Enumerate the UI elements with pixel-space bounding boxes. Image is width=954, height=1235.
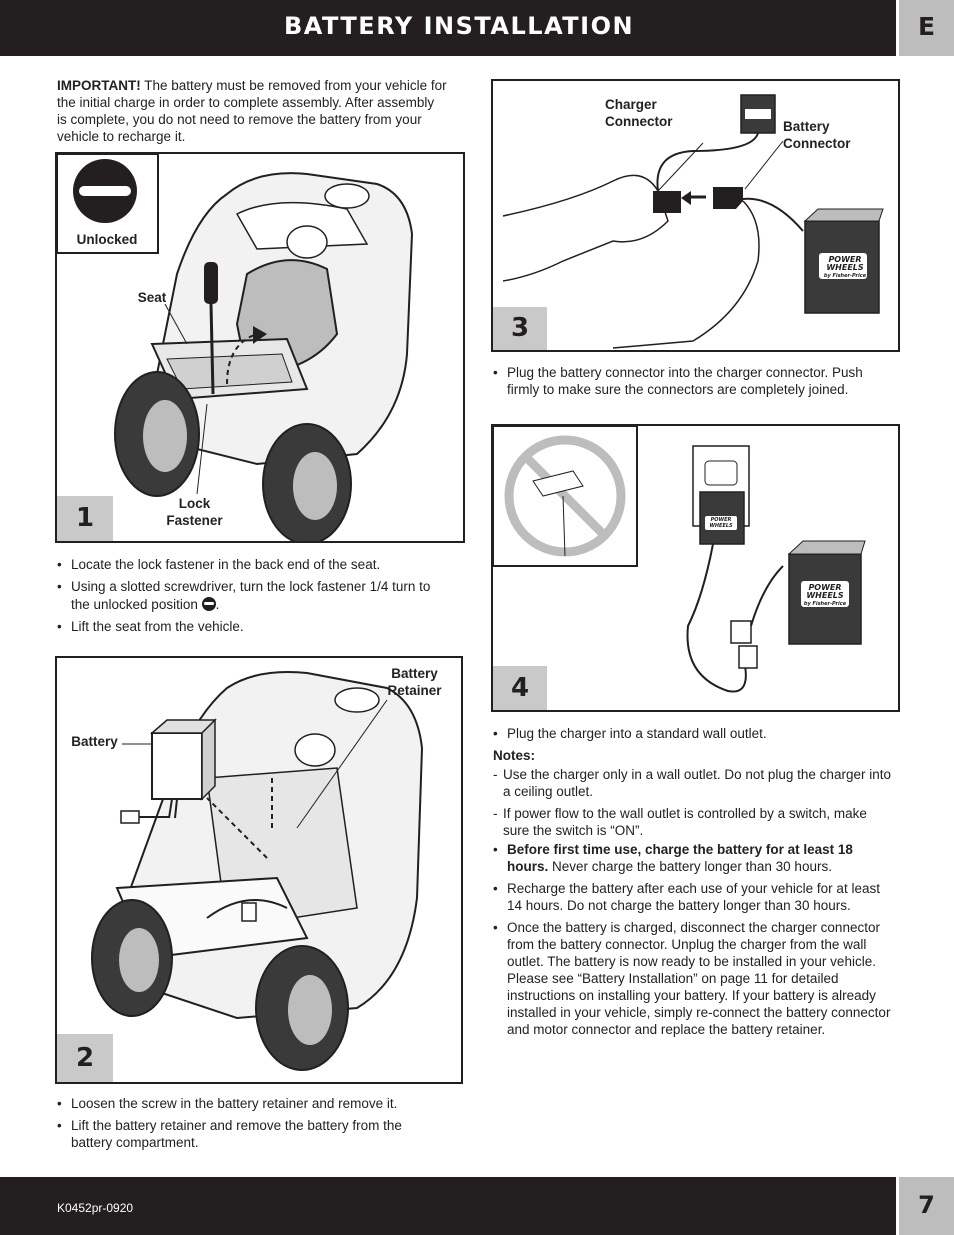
battery-connector-label: Battery Connector [783, 118, 863, 152]
brand-line1: POWER [808, 583, 842, 592]
charger-label-line1: Charger [605, 97, 657, 112]
step2-illustration: Battery Battery Retainer 2 [55, 656, 463, 1084]
charger-brand-line1: POWER [710, 517, 732, 523]
battery-connector-line2: Connector [783, 136, 851, 151]
unlocked-label: Unlocked [76, 232, 138, 247]
connector-drawing [502, 94, 884, 349]
list-item: Before first time use, charge the batter… [493, 841, 891, 875]
charging-instructions: Before first time use, charge the batter… [493, 841, 891, 1043]
battery-connector-line1: Battery [783, 119, 830, 134]
step4-instructions: Plug the charger into a standard wall ou… [493, 725, 893, 747]
step4-illustration: POWER WHEELS POWER WHEELS by Fisher-Pric… [491, 424, 900, 712]
brand-line2: WHEELS [806, 591, 844, 600]
retainer-label-line1: Battery [391, 666, 438, 681]
list-item: If power flow to the wall outlet is cont… [493, 805, 893, 839]
step-number-3: 3 [493, 307, 547, 350]
brand-logo: POWER WHEELS by Fisher-Price [801, 584, 849, 608]
list-item: Using a slotted screwdriver, turn the lo… [57, 578, 437, 613]
step-number-1: 1 [57, 496, 113, 541]
important-label: IMPORTANT! [57, 78, 141, 93]
page-number: 7 [918, 1191, 935, 1219]
step-number-2: 2 [57, 1034, 113, 1082]
atv-seat-drawing [57, 154, 414, 541]
intro-paragraph: IMPORTANT! The battery must be removed f… [57, 77, 447, 145]
brand-line3: by Fisher-Price [823, 273, 867, 279]
brand-line1: POWER [828, 255, 862, 264]
wall-outlet-drawing [493, 426, 866, 693]
charger-label-line2: Connector [605, 114, 673, 129]
seat-label: Seat [137, 290, 167, 305]
battery-label: Battery [71, 734, 118, 749]
bold-instruction: Before first time use, charge the batter… [507, 842, 853, 874]
list-item: Lift the battery retainer and remove the… [57, 1117, 407, 1151]
document-code: K0452pr-0920 [57, 1201, 134, 1215]
lock-label-line2: Fastener [166, 513, 223, 528]
notes-heading: Notes: [493, 748, 536, 763]
page-number-tab: 7 [899, 1177, 954, 1235]
notes-list: Use the charger only in a wall outlet. D… [493, 766, 893, 844]
brand-line2: WHEELS [826, 263, 864, 272]
section-tab: E [899, 0, 954, 56]
retainer-label-line2: Retainer [387, 683, 442, 698]
list-item: Plug the charger into a standard wall ou… [493, 725, 893, 742]
step3-illustration: Charger Connector Battery Connector POWE… [491, 79, 900, 352]
step3-instructions: Plug the battery connector into the char… [493, 364, 893, 403]
bullet-text: Using a slotted screwdriver, turn the lo… [71, 579, 431, 612]
unlocked-icon [201, 597, 216, 611]
list-item: Lift the seat from the vehicle. [57, 618, 437, 635]
step2-instructions: Loosen the screw in the battery retainer… [57, 1095, 407, 1156]
lock-label-line1: Lock [178, 496, 211, 511]
section-letter: E [917, 12, 936, 41]
brand-line3: by Fisher-Price [803, 601, 847, 607]
page-title: BATTERY INSTALLATION [284, 12, 635, 40]
charger-connector-label: Charger Connector [605, 96, 685, 130]
list-item: Use the charger only in a wall outlet. D… [493, 766, 893, 800]
list-item: Plug the battery connector into the char… [493, 364, 893, 398]
list-item: Locate the lock fastener in the back end… [57, 556, 437, 573]
lock-fastener-label: Lock Fastener [157, 495, 232, 529]
step1-illustration: Unlocked Seat Lock Fastener 1 [55, 152, 465, 543]
brand-logo: POWER WHEELS by Fisher-Price [820, 256, 870, 280]
intro-text: The battery must be removed from your ve… [57, 78, 447, 144]
step-number-4: 4 [493, 666, 547, 710]
list-item: Once the battery is charged, disconnect … [493, 919, 891, 1038]
header-bar: BATTERY INSTALLATION [0, 0, 896, 56]
charger-brand-line2: WHEELS [709, 523, 733, 529]
bullet-text: Never charge the battery longer than 30 … [552, 859, 832, 874]
step1-instructions: Locate the lock fastener in the back end… [57, 556, 437, 640]
list-item: Loosen the screw in the battery retainer… [57, 1095, 407, 1112]
charger-brand: POWER WHEELS [705, 517, 737, 529]
atv-battery-drawing [91, 671, 424, 1071]
footer-bar: K0452pr-0920 [0, 1177, 896, 1235]
battery-retainer-label: Battery Retainer [377, 665, 452, 699]
list-item: Recharge the battery after each use of y… [493, 880, 891, 914]
